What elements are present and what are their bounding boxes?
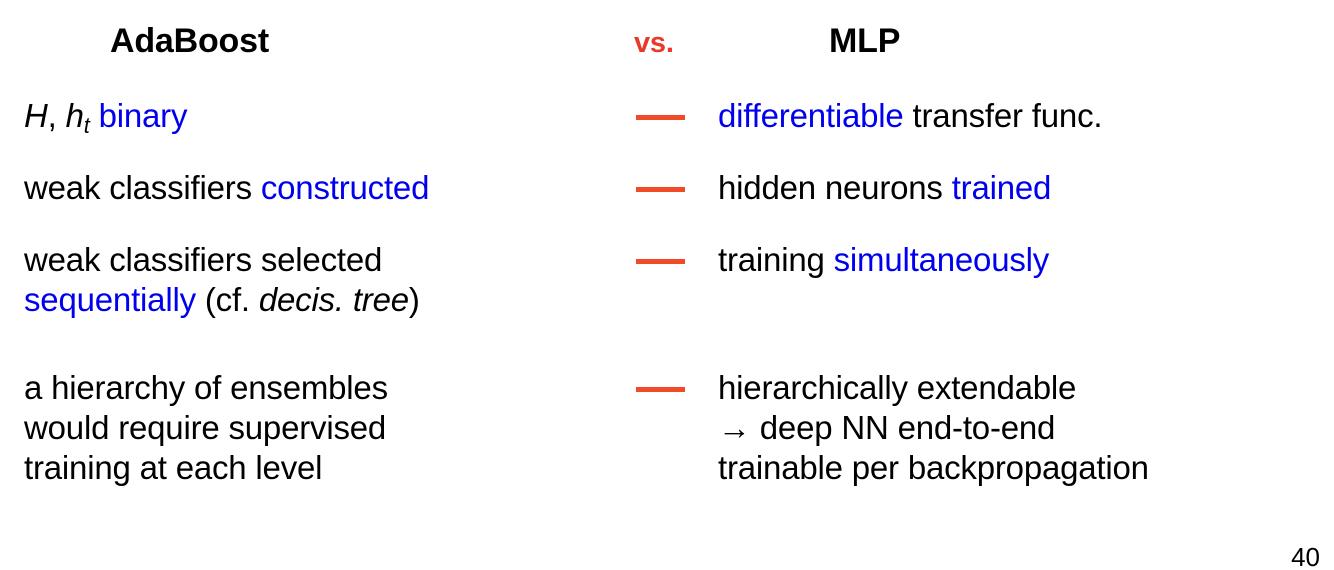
symbol-h-subscript: t — [83, 113, 90, 139]
row-1-right-text: differentiable transfer func. — [718, 96, 1103, 136]
symbol-H: H — [24, 97, 48, 134]
row-3-left-highlight: sequentially — [24, 281, 196, 318]
row-4-right-text: hierarchically extendable → deep NN end-… — [718, 368, 1149, 488]
row-1-right-highlight: differentiable — [718, 97, 904, 134]
row-2-left-highlight: constructed — [260, 169, 430, 206]
header-right-title: MLP — [829, 22, 901, 60]
row-4-right-line-3: trainable per backpropagation — [718, 449, 1149, 486]
page-number: 40 — [1291, 542, 1320, 570]
header-left-title: AdaBoost — [110, 22, 269, 60]
row-3-right-lead: training — [718, 241, 834, 278]
row-4-left-line-3: training at each level — [24, 449, 323, 486]
row-1-left-highlight: binary — [98, 97, 188, 134]
row-2-right-text: hidden neurons trained — [718, 168, 1051, 208]
row-3-left-line1-text: weak classifiers selected — [24, 241, 383, 278]
row-1-left-space — [90, 97, 99, 134]
row-2-right-lead: hidden neurons — [718, 169, 952, 206]
row-3-left-text: weak classifiers selected sequentially (… — [24, 240, 420, 320]
row-1-right-rest: transfer func. — [903, 97, 1103, 134]
row-4-right-line-1: hierarchically extendable — [718, 369, 1077, 406]
row-4-left-text: a hierarchy of ensembles would require s… — [24, 368, 388, 488]
row-separator-dash-2 — [636, 187, 685, 192]
row-3-left-line-2: sequentially (cf. decis. tree) — [24, 280, 420, 320]
row-1-left-comma: , — [47, 97, 66, 134]
row-separator-dash-4 — [636, 387, 685, 392]
header-versus-label: vs. — [634, 27, 674, 59]
row-3-left-italic-note: decis. tree — [258, 281, 409, 318]
row-2-left-text: weak classifiers constructed — [24, 168, 429, 208]
row-4-left-line-1: a hierarchy of ensembles — [24, 369, 388, 406]
row-4-right-line-2: → deep NN end-to-end — [718, 409, 1056, 446]
symbol-h: h — [65, 97, 84, 134]
row-3-left-paren-close: ) — [408, 281, 420, 318]
row-3-left-paren-open: (cf. — [195, 281, 259, 318]
row-3-right-highlight: simultaneously — [833, 241, 1050, 278]
row-separator-dash-3 — [636, 259, 685, 264]
row-4-left-line-2: would require supervised — [24, 409, 387, 446]
row-separator-dash-1 — [636, 115, 685, 120]
row-2-right-highlight: trained — [951, 169, 1052, 206]
row-2-left-lead: weak classifiers — [24, 169, 261, 206]
row-3-right-text: training simultaneously — [718, 240, 1049, 280]
row-1-left-text: H, ht binary — [24, 96, 187, 146]
row-3-left-line-1: weak classifiers selected — [24, 240, 420, 280]
